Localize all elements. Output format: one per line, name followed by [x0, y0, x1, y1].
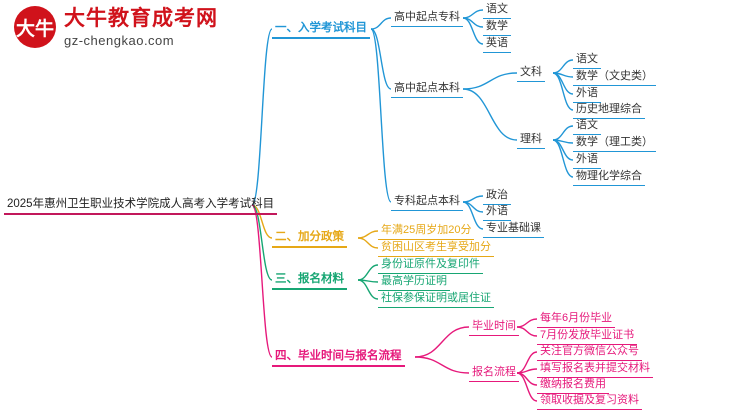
branch-entrance-exam-subjects[interactable]: 一、入学考试科目 — [272, 20, 370, 39]
node-social-security-or-residence-permit[interactable]: 社保参保证明或居住证 — [378, 290, 494, 308]
branch-bonus-policy[interactable]: 二、加分政策 — [272, 229, 347, 248]
branch-application-materials[interactable]: 三、报名材料 — [272, 271, 347, 290]
logo-mark-icon: 大牛 — [14, 6, 56, 48]
node-application-process[interactable]: 报名流程 — [469, 364, 519, 382]
node-bonus-poor-mountain-area[interactable]: 贫困山区考生享受加分 — [378, 239, 494, 257]
node-receive-receipt-and-materials[interactable]: 领取收据及复习资料 — [537, 392, 642, 410]
node-college-to-bachelor[interactable]: 专科起点本科 — [391, 193, 463, 211]
node-subject-chinese-1[interactable]: 语文 — [483, 1, 511, 19]
node-science-track[interactable]: 理科 — [517, 131, 545, 149]
node-liberal-arts[interactable]: 文科 — [517, 64, 545, 82]
node-science-chinese[interactable]: 语文 — [573, 117, 601, 135]
node-graduation-time[interactable]: 毕业时间 — [469, 318, 519, 336]
logo-title: 大牛教育成考网 — [64, 7, 218, 30]
logo-glyph-text: 大牛 — [15, 17, 54, 40]
node-science-foreign-language[interactable]: 外语 — [573, 151, 601, 169]
node-politics[interactable]: 政治 — [483, 187, 511, 205]
branch-graduation-and-application-process[interactable]: 四、毕业时间与报名流程 — [272, 348, 405, 367]
logo-text-block: 大牛教育成考网 gz-chengkao.com — [64, 6, 218, 49]
node-arts-history-geography[interactable]: 历史地理综合 — [573, 101, 645, 119]
node-professional-basic-course[interactable]: 专业基础课 — [483, 220, 544, 238]
node-graduate-in-june[interactable]: 每年6月份毕业 — [537, 310, 616, 328]
node-arts-chinese[interactable]: 语文 — [573, 51, 601, 69]
node-diploma-issued-july[interactable]: 7月份发放毕业证书 — [537, 327, 638, 345]
node-bonus-age-25[interactable]: 年满25周岁加20分 — [378, 222, 475, 240]
mindmap-root-node[interactable]: 2025年惠州卫生职业技术学院成人高考入学考试科目 — [4, 196, 278, 215]
node-follow-wechat-account[interactable]: 关注官方微信公众号 — [537, 343, 642, 361]
node-high-school-to-bachelor[interactable]: 高中起点本科 — [391, 80, 463, 98]
node-id-card-copy[interactable]: 身份证原件及复印件 — [378, 256, 483, 274]
site-logo: 大牛 大牛教育成考网 gz-chengkao.com — [14, 6, 218, 49]
logo-circle-shape — [14, 6, 56, 48]
node-fill-form-submit-materials[interactable]: 填写报名表并提交材料 — [537, 360, 653, 378]
node-subject-english-1[interactable]: 英语 — [483, 35, 511, 53]
node-highest-education-certificate[interactable]: 最高学历证明 — [378, 273, 450, 291]
node-pay-application-fee[interactable]: 缴纳报名费用 — [537, 376, 609, 394]
node-science-math[interactable]: 数学（理工类） — [573, 134, 656, 152]
logo-subtitle: gz-chengkao.com — [64, 33, 175, 48]
node-foreign-language[interactable]: 外语 — [483, 203, 511, 221]
node-science-physics-chemistry[interactable]: 物理化学综合 — [573, 168, 645, 186]
node-arts-math[interactable]: 数学（文史类） — [573, 68, 656, 86]
node-arts-foreign-language[interactable]: 外语 — [573, 85, 601, 103]
node-subject-math-1[interactable]: 数学 — [483, 18, 511, 36]
node-high-school-to-college[interactable]: 高中起点专科 — [391, 9, 463, 27]
